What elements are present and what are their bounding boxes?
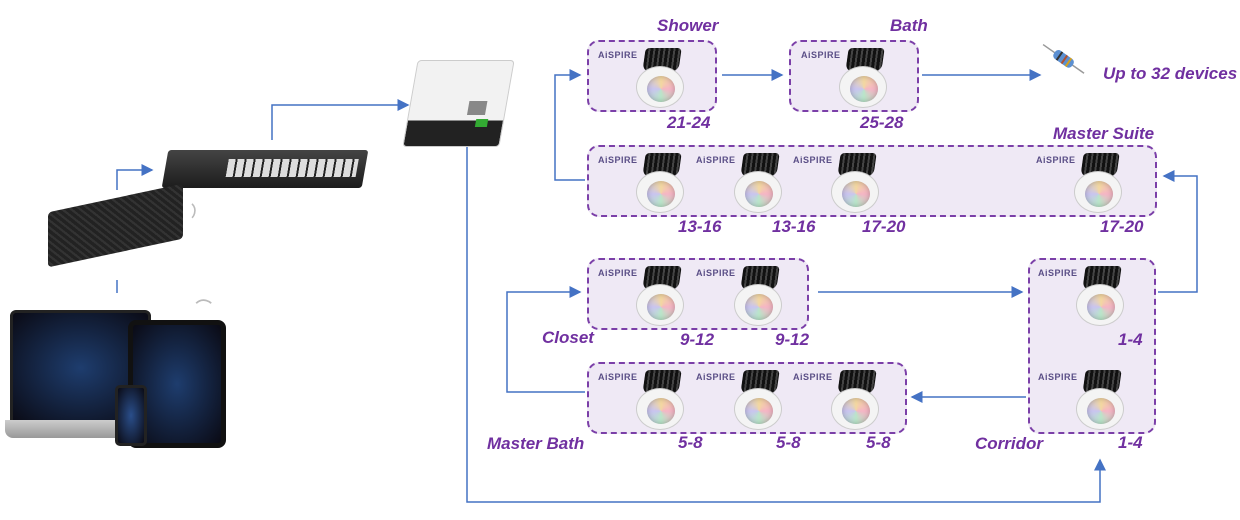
fixture-logo: AiSPIRE (793, 155, 833, 165)
din-rail-gateway (402, 60, 515, 147)
led-downlight-fixture: AiSPIRE (690, 366, 790, 432)
downlight-ring (1076, 284, 1124, 326)
downlight-ring (636, 284, 684, 326)
fixture-logo: AiSPIRE (598, 155, 638, 165)
rgb-lens (647, 398, 675, 424)
rgb-lens (842, 398, 870, 424)
downlight-ring (831, 388, 879, 430)
address-range: 9-12 (680, 330, 715, 349)
address-range: 17-20 (1100, 217, 1144, 236)
network-switch (161, 150, 369, 188)
led-downlight-fixture: AiSPIRE (787, 149, 887, 215)
rgb-lens (1087, 294, 1115, 320)
downlight-ring (1074, 171, 1122, 213)
rgb-lens (745, 294, 773, 320)
wire-master-bath-to-closet (506, 286, 585, 393)
led-downlight-fixture: AiSPIRE (690, 262, 790, 328)
address-range: 17-20 (862, 217, 906, 236)
label-bath: Bath (890, 16, 928, 35)
fixture-logo: AiSPIRE (1036, 155, 1076, 165)
address-range: 21-24 (667, 113, 711, 132)
led-downlight-fixture: AiSPIRE (1030, 149, 1130, 215)
downlight-ring (734, 284, 782, 326)
led-downlight-fixture: AiSPIRE (592, 44, 692, 110)
address-range: 5-8 (776, 433, 801, 452)
address-range: 25-28 (860, 113, 904, 132)
wire-corridor-to-master-suite (1158, 170, 1198, 293)
rgb-lens (647, 181, 675, 207)
rgb-lens (842, 181, 870, 207)
rgb-lens (647, 294, 675, 320)
led-downlight-fixture: AiSPIRE (690, 149, 790, 215)
fixture-logo: AiSPIRE (1038, 268, 1078, 278)
fixture-logo: AiSPIRE (598, 50, 638, 60)
address-range: 1-4 (1118, 433, 1143, 452)
fixture-logo: AiSPIRE (696, 372, 736, 382)
led-downlight-fixture: AiSPIRE (1032, 366, 1132, 432)
rgb-lens (745, 181, 773, 207)
fixture-logo: AiSPIRE (793, 372, 833, 382)
led-downlight-fixture: AiSPIRE (592, 149, 692, 215)
led-downlight-fixture: AiSPIRE (592, 366, 692, 432)
fixture-logo: AiSPIRE (696, 268, 736, 278)
led-downlight-fixture: AiSPIRE (1032, 262, 1132, 328)
rgb-lens (745, 398, 773, 424)
label-master-bath: Master Bath (487, 434, 585, 453)
fixture-logo: AiSPIRE (598, 268, 638, 278)
address-range: 9-12 (775, 330, 810, 349)
label-master-suite: Master Suite (1053, 124, 1155, 143)
downlight-ring (734, 171, 782, 213)
downlight-ring (636, 66, 684, 108)
led-downlight-fixture: AiSPIRE (795, 44, 895, 110)
downlight-ring (1076, 388, 1124, 430)
address-range: 5-8 (866, 433, 891, 452)
downlight-ring (839, 66, 887, 108)
rgb-lens (850, 76, 878, 102)
address-range: 5-8 (678, 433, 703, 452)
label-corridor: Corridor (975, 434, 1043, 453)
label-shower: Shower (657, 16, 719, 35)
fixture-logo: AiSPIRE (801, 50, 841, 60)
wire-switch-to-gateway (271, 99, 410, 140)
led-downlight-fixture: AiSPIRE (592, 262, 692, 328)
rgb-lens (647, 76, 675, 102)
led-downlight-fixture: AiSPIRE (787, 366, 887, 432)
rgb-lens (1087, 398, 1115, 424)
phone (115, 385, 147, 446)
address-range: 13-16 (772, 217, 816, 236)
downlight-ring (831, 171, 879, 213)
fixture-logo: AiSPIRE (598, 372, 638, 382)
address-range: 13-16 (678, 217, 722, 236)
rgb-lens (1085, 181, 1113, 207)
fixture-logo: AiSPIRE (696, 155, 736, 165)
wire-master-suite-to-shower (554, 69, 585, 181)
terminator-resistor-icon (1042, 43, 1085, 74)
fixture-logo: AiSPIRE (1038, 372, 1078, 382)
downlight-ring (734, 388, 782, 430)
wire-gateway-to-corridor (466, 145, 1106, 503)
address-range: 1-4 (1118, 330, 1143, 349)
downlight-ring (636, 171, 684, 213)
tablet (128, 320, 226, 448)
downlight-ring (636, 388, 684, 430)
label-device-limit: Up to 32 devices (1103, 64, 1238, 83)
label-closet: Closet (542, 328, 594, 347)
wire-controller-to-switch (116, 164, 154, 190)
